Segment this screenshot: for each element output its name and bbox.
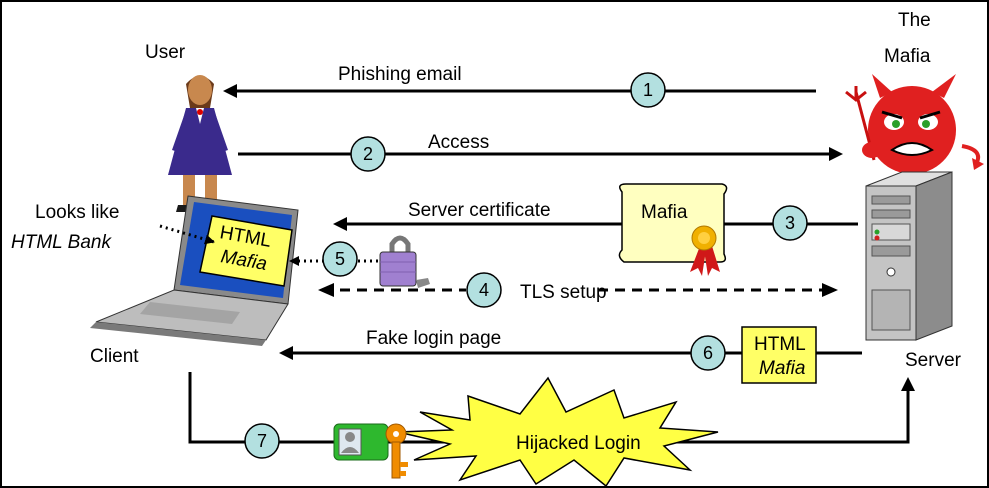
step-label-2: Access [428,132,489,153]
step-badge-1 [630,72,666,108]
step-number-1: 1 [643,80,653,100]
scroll-certificate-icon: Mafia [618,183,728,276]
tls-arrowhead-right [822,283,838,297]
step-label-1: Phishing email [338,64,462,85]
client-label: Client [90,346,139,367]
laptop-screen-note: HTML Mafia [199,215,293,287]
annotation-line2: HTML Bank [11,232,112,253]
step-badge-4 [466,272,502,308]
step-badge-6 [690,335,726,371]
annotation-line1: Looks like [35,202,120,223]
certificate-label: Mafia [641,202,688,223]
step-label-4: TLS setup [520,282,607,303]
id-card-icon [333,423,389,461]
step-number-7: 7 [257,431,267,451]
user-label: User [145,42,186,63]
devil-icon [845,74,984,174]
step-badge-5 [322,241,358,277]
fake-page-line1: HTML [754,334,806,355]
step-number-4: 4 [479,280,489,300]
mafia-label-line1: The [898,10,931,31]
step-label-7: Hijacked Login [516,433,641,454]
fake-page-line2: Mafia [759,358,805,379]
step-badge-3 [772,205,808,241]
hijacked-login-burst: Hijacked Login [397,376,719,488]
user-figure-icon [168,75,232,212]
step-number-5: 5 [335,249,345,269]
server-tower-icon [865,171,953,341]
step-number-2: 2 [363,144,373,164]
step-badge-7 [244,423,280,459]
padlock-icon [379,235,430,288]
server-label: Server [905,350,962,371]
step-label-3: Server certificate [408,200,551,221]
fake-page-note [741,326,817,384]
step-label-6: Fake login page [366,328,501,349]
mafia-label-line2: Mafia [884,46,931,67]
key-icon [385,423,408,479]
step-number-6: 6 [703,343,713,363]
tls-arrowhead-left [318,283,334,297]
step-number-3: 3 [785,213,795,233]
step-badge-2 [350,136,386,172]
